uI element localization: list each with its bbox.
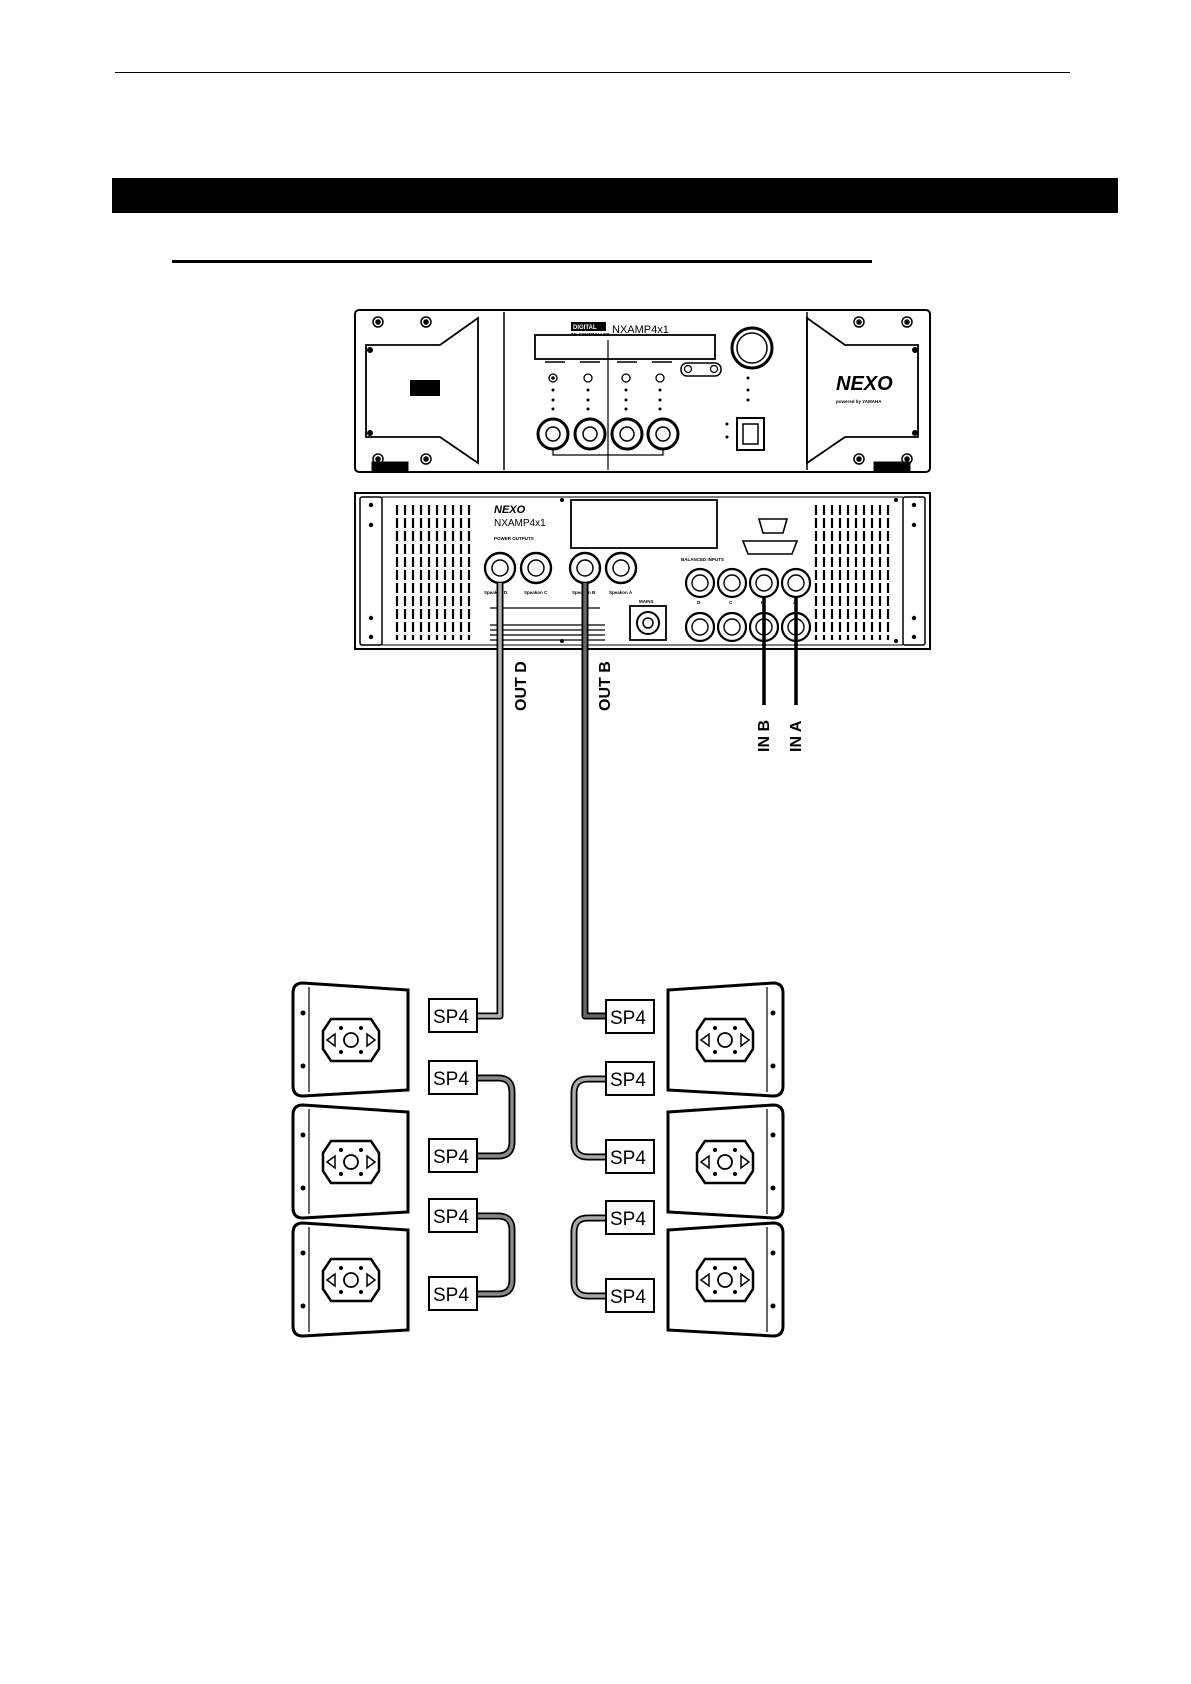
sp4-label: SP4 [610,1148,646,1169]
rear-model-label: NXAMP4x1 [494,518,546,529]
sp4-label: SP4 [433,1007,469,1028]
sp4-label: SP4 [433,1285,469,1306]
cable-label-out-b: OUT B [597,661,614,711]
speaker-cabinet [668,1105,783,1218]
front-brand-logo: NEXO [836,373,893,395]
sp4-label: SP4 [433,1147,469,1168]
speaker-cabinet [293,1223,408,1336]
speakon-c-label: Speakon C [524,590,548,595]
mains-label: MAINS [639,599,654,604]
speaker-cabinet [293,983,408,1096]
sp4-label: SP4 [610,1287,646,1308]
front-sub-label: TD CONTROLLER [571,332,610,337]
speaker-cabinet [668,983,783,1096]
speaker-cabinet [668,1223,783,1336]
cable-out-d [477,583,500,1016]
link-cables [477,1078,606,1296]
balanced-inputs-label: BALANCED INPUTS [681,557,724,562]
power-outputs-label: POWER OUTPUTS [494,536,534,541]
speaker-cabinet [293,1105,408,1218]
output-cables [477,583,606,1016]
amplifier-rear-panel [355,493,930,649]
cable-label-in-b: IN B [756,720,773,752]
front-model-label: NXAMP4x1 [612,324,669,336]
input-letter-d: D [697,600,701,605]
speakon-d-label: Speakon D [484,590,508,595]
front-panel-labels: DIGITAL TD CONTROLLER NXAMP4x1 NEXO powe… [571,322,893,404]
cable-out-b [585,583,606,1016]
sp4-label: SP4 [610,1209,646,1230]
front-series-label: DIGITAL [573,325,597,331]
sp4-label: SP4 [610,1070,646,1091]
cable-label-in-a: IN A [788,720,805,752]
sp4-label: SP4 [433,1207,469,1228]
cable-label-out-d: OUT D [513,661,530,711]
speakon-a-label: Speakon A [609,590,633,595]
sp4-label: SP4 [610,1008,646,1029]
rear-brand-logo: NEXO [494,504,526,516]
speaker-column-right [668,983,783,1336]
connector-boxes: SP4 SP4 SP4 SP4 SP4 SP4 SP4 SP4 SP4 SP4 [429,999,654,1312]
front-tagline: powered by YAMAHA [836,399,882,404]
sp4-label: SP4 [433,1069,469,1090]
speaker-column-left [293,983,408,1336]
input-letter-c: C [729,600,733,605]
